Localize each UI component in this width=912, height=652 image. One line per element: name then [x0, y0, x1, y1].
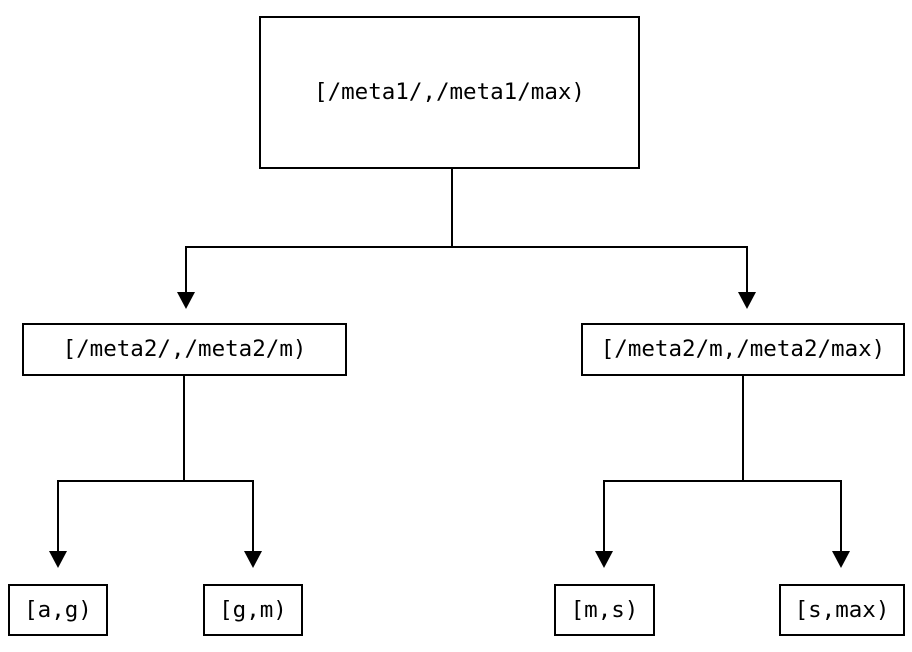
node-leaf-smax: [s,max): [779, 584, 905, 636]
node-leaf-ag-label: [a,g): [24, 596, 92, 623]
arrowhead-down-icon: [738, 292, 756, 309]
arrowhead-down-icon: [832, 551, 850, 568]
node-mid-left: [/meta2/,/meta2/m): [22, 323, 347, 376]
arrowhead-down-icon: [49, 551, 67, 568]
edge-root-midleft: [185, 169, 453, 293]
arrowhead-down-icon: [244, 551, 262, 568]
arrowhead-down-icon: [177, 292, 195, 309]
node-leaf-ag: [a,g): [8, 584, 108, 636]
node-root-label: [/meta1/,/meta1/max): [314, 79, 585, 106]
edge-root-midright: [452, 246, 748, 293]
node-leaf-ms-label: [m,s): [570, 596, 639, 623]
node-mid-right-label: [/meta2/m,/meta2/max): [600, 336, 886, 363]
node-root: [/meta1/,/meta1/max): [259, 16, 640, 169]
node-mid-right: [/meta2/m,/meta2/max): [581, 323, 905, 376]
node-leaf-ms: [m,s): [554, 584, 655, 636]
edge-midleft-leafgm: [184, 480, 254, 551]
node-leaf-smax-label: [s,max): [794, 596, 890, 623]
node-leaf-gm: [g,m): [203, 584, 303, 636]
edge-midleft-leafag: [57, 376, 185, 551]
node-mid-left-label: [/meta2/,/meta2/m): [62, 336, 307, 363]
edge-midright-leafms: [603, 376, 744, 551]
arrowhead-down-icon: [595, 551, 613, 568]
edge-midright-leafsmax: [743, 480, 842, 551]
node-leaf-gm-label: [g,m): [219, 596, 287, 623]
